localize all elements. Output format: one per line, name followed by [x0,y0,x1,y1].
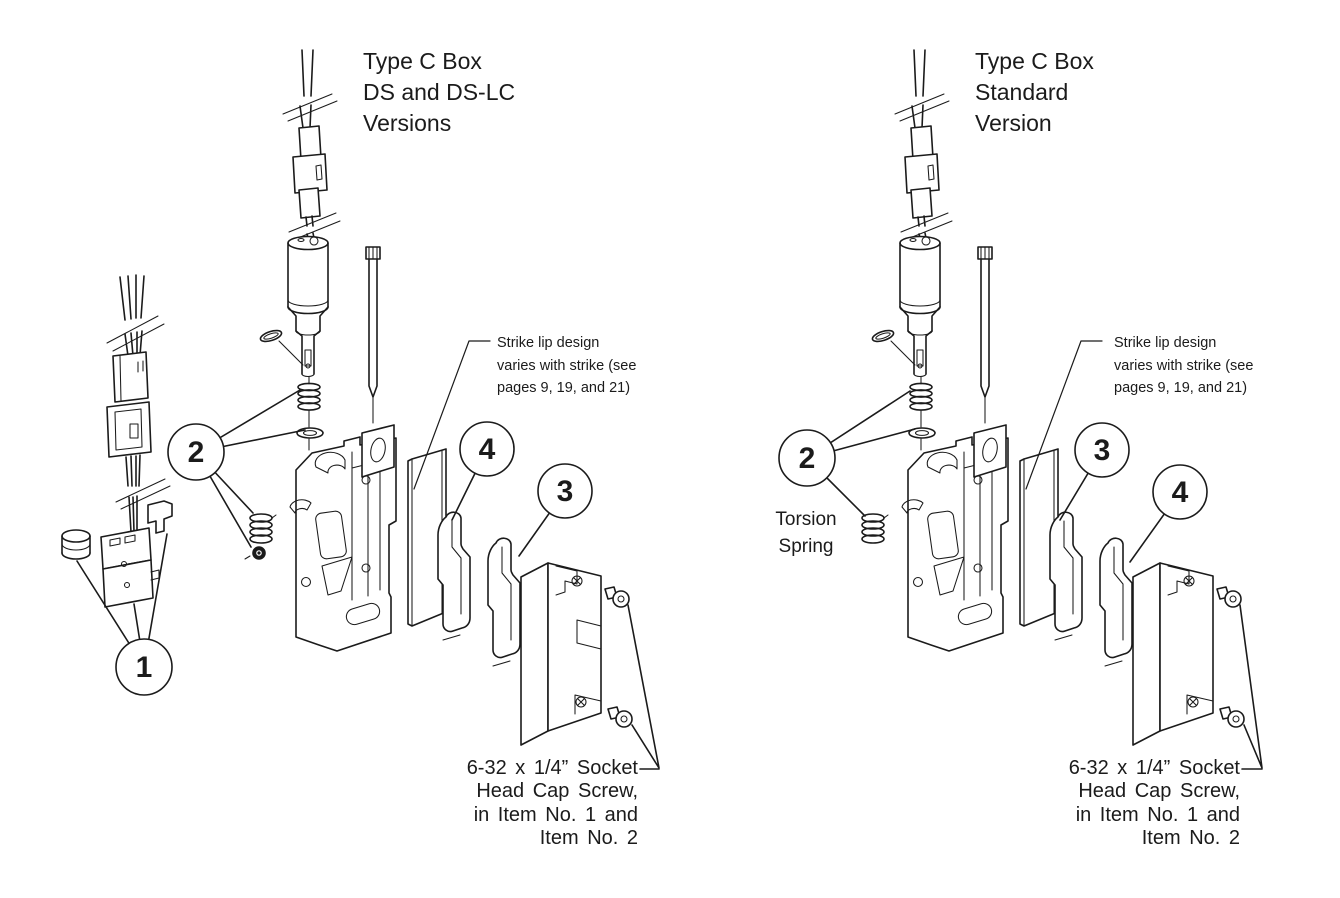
socket-screw-small [244,546,266,560]
right-strike-lip-note: Strike lip design varies with strike (se… [1114,335,1254,396]
right-callout-2: 2 [798,442,816,475]
left-diagram-title: Type C Box DS and DS-LC Versions [363,48,516,136]
cap-screw-bottom [607,706,633,728]
left-screw-note: 6-32 x 1/4” Socket Head Cap Screw, in It… [466,757,638,850]
right-diagram-title: Type C Box Standard Version [975,48,1094,136]
ds-sensor-notch [576,619,602,650]
callout-circle-3 [1074,422,1130,478]
left-callout-1: 1 [135,651,153,684]
left-callout-3: 3 [556,475,574,508]
left-assembly [61,50,660,770]
right-callout-4: 4 [1171,476,1189,509]
cap-screw-top [604,586,630,608]
cap-screw-top [1216,586,1242,608]
callout-circle-4 [1152,464,1208,520]
callout-circle-2 [778,429,836,487]
right-screw-note: 6-32 x 1/4” Socket Head Cap Screw, in It… [1068,757,1240,850]
callout-circle-1 [115,638,173,696]
left-strike-lip-note: Strike lip design varies with strike (se… [497,335,637,396]
left-callout-2: 2 [187,436,205,469]
torsion-spring-label: Torsion Spring [775,509,837,557]
right-assembly [778,50,1263,770]
left-callout-4: 4 [478,433,496,466]
callout-circle-4 [459,421,515,477]
grommet [61,529,91,560]
callout-circle-2 [167,423,225,481]
wire-harness [106,274,171,533]
callout-circle-3 [537,463,593,519]
right-callout-3: 3 [1093,434,1111,467]
mounting-clip [147,500,173,534]
switch-assembly [100,527,160,608]
cap-screw-bottom [1219,706,1245,728]
